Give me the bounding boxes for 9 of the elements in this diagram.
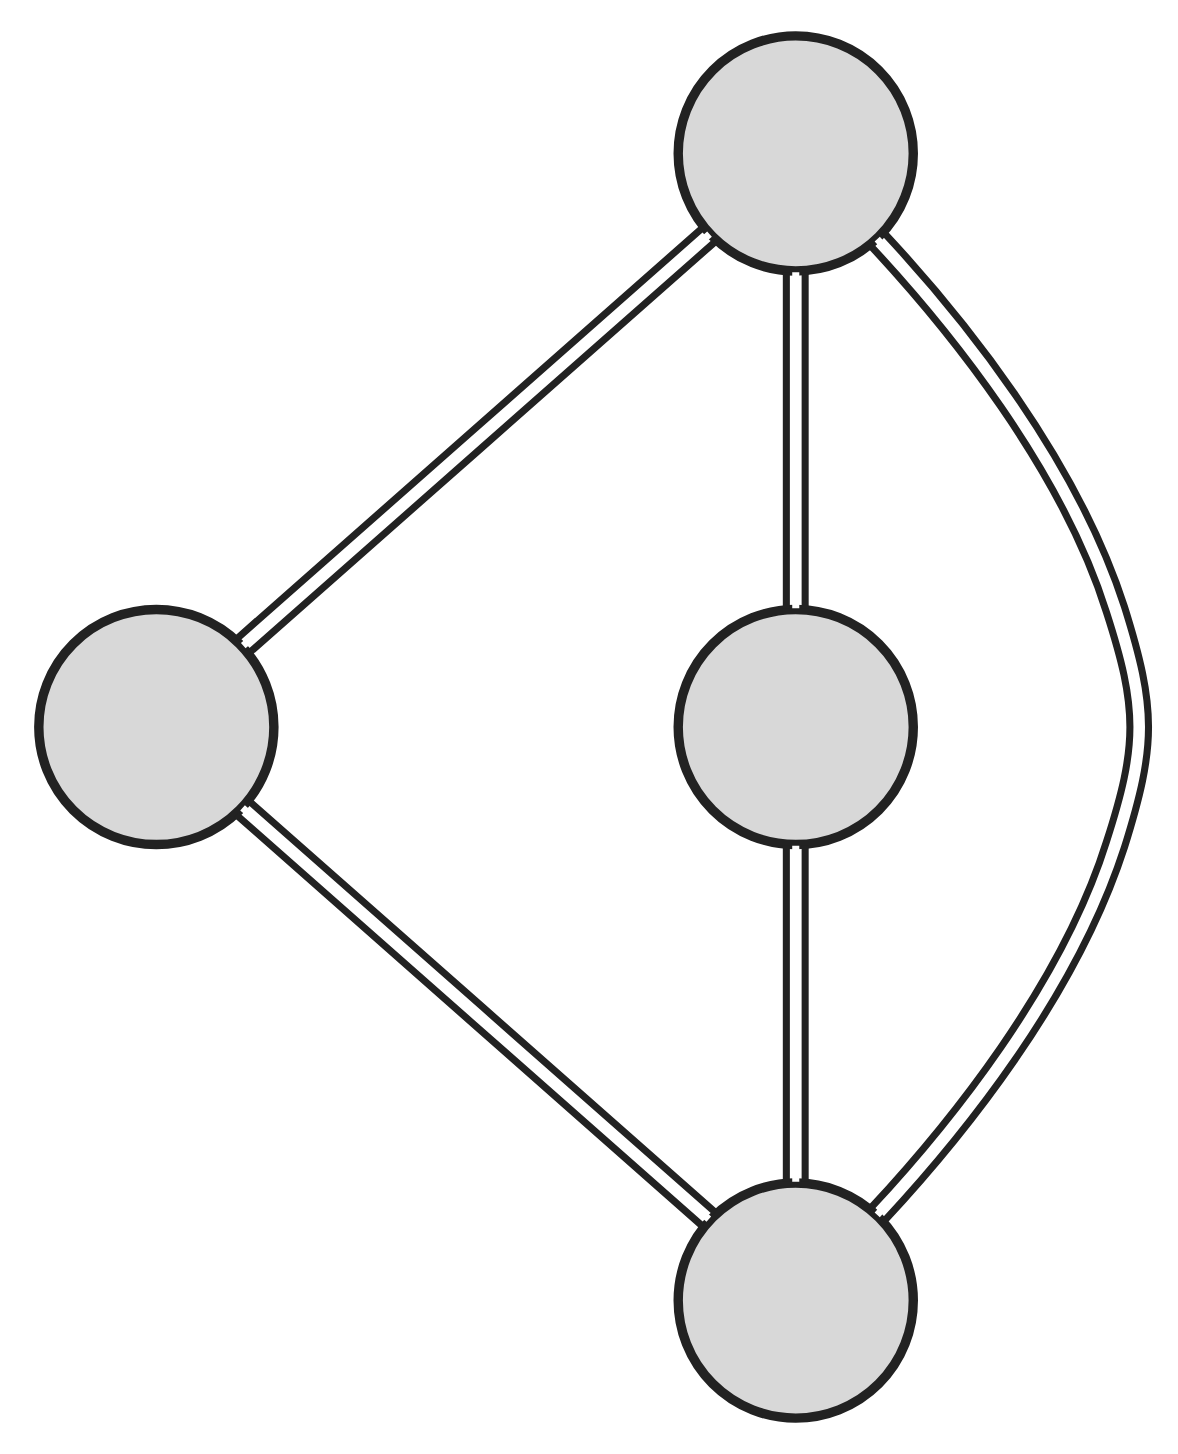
node-circle <box>34 604 279 850</box>
node-circle <box>673 31 918 276</box>
node-circle <box>673 1178 918 1423</box>
node-circle <box>673 604 918 850</box>
connector <box>782 845 809 1182</box>
connector <box>234 224 719 656</box>
connector <box>867 230 1152 1224</box>
connector <box>234 798 718 1229</box>
connector <box>782 272 809 609</box>
